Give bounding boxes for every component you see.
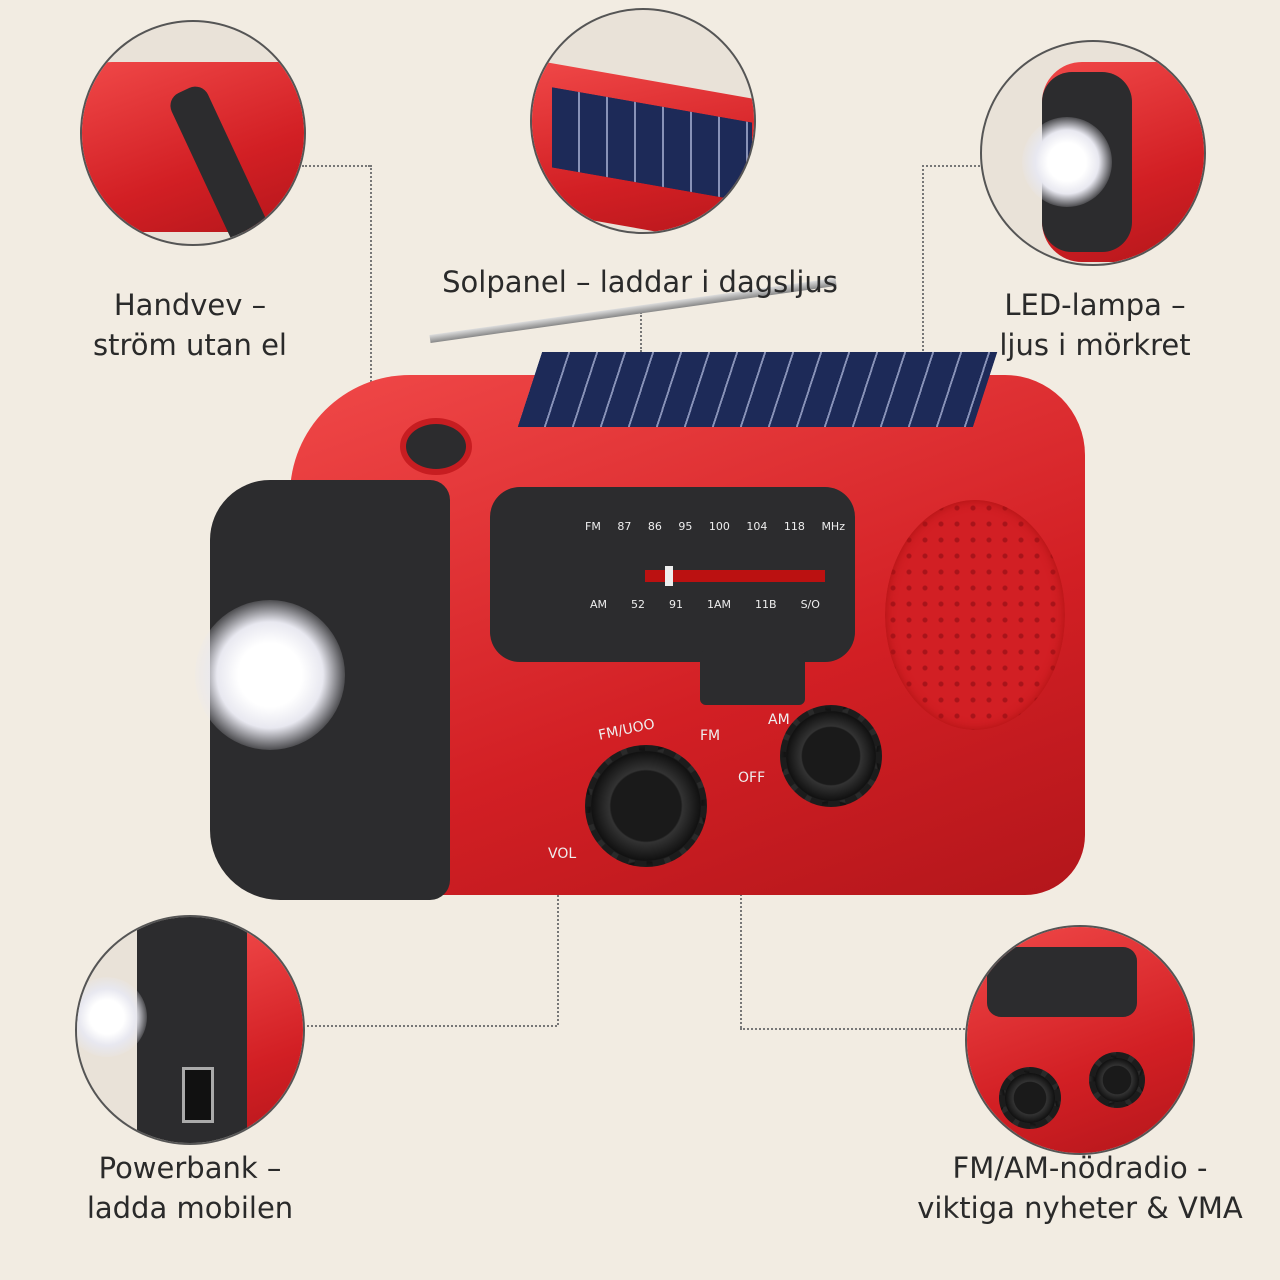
caption-line: Handvev – bbox=[113, 288, 267, 322]
caption-radio: FM/AM-nödradio - viktiga nyheter & VMA bbox=[890, 1148, 1270, 1228]
dial-label: FM bbox=[585, 520, 601, 533]
connector-led-v bbox=[922, 165, 924, 355]
caption-solar: Solpanel – laddar i dagsljus bbox=[390, 262, 890, 302]
vol-label: VOL bbox=[548, 846, 577, 862]
dial-label: 118 bbox=[783, 520, 805, 533]
caption-line: viktiga nyheter & VMA bbox=[917, 1191, 1243, 1225]
connector-solar bbox=[640, 312, 642, 352]
caption-line: Powerbank – bbox=[98, 1151, 282, 1185]
caption-crank: Handvev – ström utan el bbox=[40, 285, 340, 365]
dial-label: 100 bbox=[708, 520, 730, 533]
dial-label: 95 bbox=[678, 520, 693, 533]
caption-line: FM/AM-nödradio - bbox=[952, 1151, 1208, 1185]
connector-led bbox=[922, 165, 980, 167]
off-label: OFF bbox=[738, 770, 766, 786]
caption-line: ljus i mörkret bbox=[999, 328, 1191, 362]
switch-am-label: AM bbox=[768, 712, 790, 728]
connector-radio-v bbox=[740, 870, 742, 1028]
connector-powerbank bbox=[302, 1025, 557, 1027]
dial-label: AM bbox=[590, 598, 608, 611]
dial-label: 91 bbox=[669, 598, 684, 611]
dial-label: S/O bbox=[800, 598, 820, 611]
radio-detail-image bbox=[965, 925, 1195, 1155]
dial-label: 86 bbox=[647, 520, 662, 533]
switch-fm-label: FM bbox=[700, 728, 721, 744]
crank-detail-image bbox=[80, 20, 306, 246]
connector-powerbank-v bbox=[557, 890, 559, 1025]
dial-label: 11B bbox=[755, 598, 777, 611]
led-detail-image bbox=[980, 40, 1206, 266]
caption-line: ström utan el bbox=[93, 328, 287, 362]
caption-powerbank: Powerbank – ladda mobilen bbox=[40, 1148, 340, 1228]
connector-crank bbox=[302, 165, 370, 167]
caption-line: ladda mobilen bbox=[86, 1191, 294, 1225]
dial-label: MHz bbox=[821, 520, 845, 533]
caption-line: LED-lampa – bbox=[1004, 288, 1186, 322]
dial-label: 52 bbox=[631, 598, 646, 611]
band-switch bbox=[700, 650, 805, 705]
solar-detail-image bbox=[530, 8, 756, 234]
dial-label: 87 bbox=[617, 520, 632, 533]
fm-dial-row: FM 87 86 95 100 104 118 MHz bbox=[585, 520, 845, 533]
dial-label: 1AM bbox=[707, 598, 732, 611]
volume-knob bbox=[780, 705, 882, 807]
connector-radio bbox=[740, 1028, 965, 1030]
caption-line: Solpanel – laddar i dagsljus bbox=[442, 265, 838, 299]
speaker-grille bbox=[885, 500, 1065, 730]
tuning-knob bbox=[585, 745, 707, 867]
powerbank-detail-image bbox=[75, 915, 305, 1145]
caption-led: LED-lampa – ljus i mörkret bbox=[950, 285, 1240, 365]
connector-crank-v bbox=[370, 165, 372, 425]
dial-label: 104 bbox=[746, 520, 768, 533]
am-dial-row: AM 52 91 1AM 11B S/O bbox=[590, 598, 820, 611]
